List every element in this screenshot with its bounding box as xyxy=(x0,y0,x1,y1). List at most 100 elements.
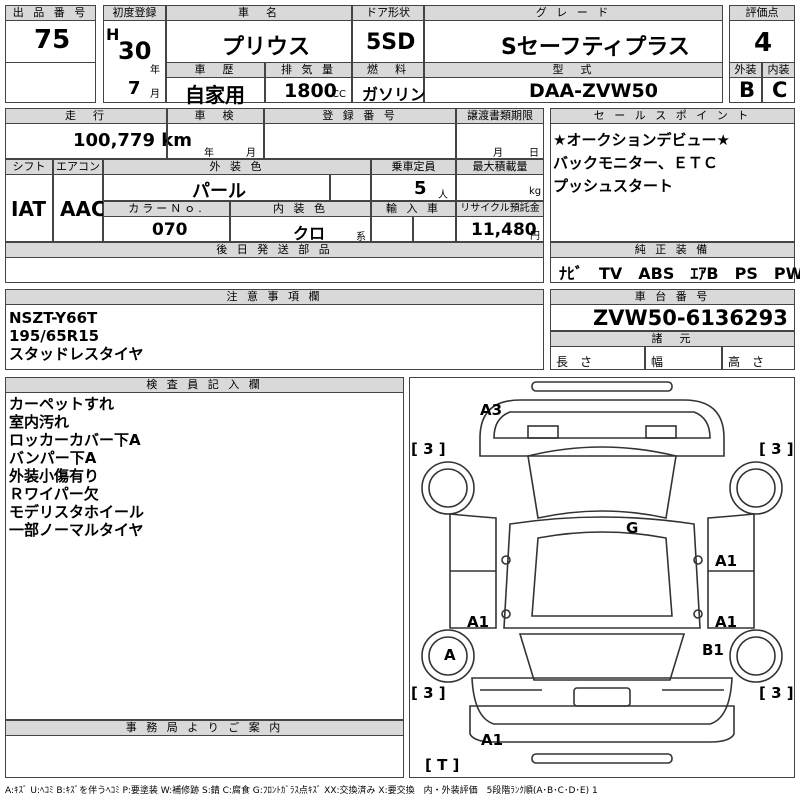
damage-mark: A1 xyxy=(715,613,738,631)
inspection-year-unit: 年 xyxy=(204,148,214,159)
car-outline-diagram xyxy=(421,381,783,764)
chassis-number-label: 車 台 番 号 xyxy=(550,289,795,305)
damage-mark: A3 xyxy=(480,401,503,419)
note-line: スタッドレスタイヤ xyxy=(9,345,144,363)
lot-number-cell: 75 xyxy=(5,20,96,63)
year-unit: 年 xyxy=(150,65,160,76)
capacity-label: 乗車定員 xyxy=(371,159,456,175)
mileage-label: 走 行 xyxy=(5,108,167,124)
max-load-unit: kg xyxy=(529,186,542,197)
tire-tread-front-left: [ 3 ] xyxy=(411,440,446,458)
length-label: 長 さ xyxy=(556,355,593,369)
import-label: 輸 入 車 xyxy=(371,201,456,217)
exterior-color: パール xyxy=(192,181,246,202)
score-label: 評価点 xyxy=(729,5,795,21)
car-name-label: 車 名 xyxy=(166,5,352,21)
width-label: 幅 xyxy=(651,355,664,369)
color-number: 070 xyxy=(152,220,188,240)
aircon-label: エアコン xyxy=(53,159,103,175)
inspector-line: バンパー下A xyxy=(9,449,97,467)
plate-cell xyxy=(264,123,456,159)
grade-cell: Sセーフティプラス xyxy=(424,20,723,63)
recycle-fee-unit: 円 xyxy=(530,231,540,242)
standard-equipment-cell: ﾅﾋﾞ TV ABS ｴｱB PS PW xyxy=(550,257,800,283)
tire-tread-front-right: [ 3 ] xyxy=(759,440,794,458)
color-number-label: カラーＮｏ. xyxy=(103,201,230,217)
mileage: 100,779 km xyxy=(73,130,192,151)
max-load-cell: kg xyxy=(456,174,544,201)
interior-grade-label: 内装 xyxy=(762,62,795,78)
damage-mark: A1 xyxy=(481,731,504,749)
length-cell: 長 さ xyxy=(550,346,645,370)
standard-equipment: ﾅﾋﾞ TV ABS ｴｱB PS PW xyxy=(559,264,800,283)
displacement-label: 排 気 量 xyxy=(265,62,352,78)
note-line: 195/65R15 xyxy=(9,327,100,345)
inspection-month-unit: 月 xyxy=(246,148,256,159)
transfer-month-unit: 月 xyxy=(493,148,503,159)
mileage-cell: 100,779 km xyxy=(5,123,192,159)
aircon: AAC xyxy=(60,197,106,221)
damage-mark: A1 xyxy=(715,552,738,570)
inspector-line: 一部ノーマルタイヤ xyxy=(9,521,144,539)
height-label: 高 さ xyxy=(728,355,765,369)
shift-cell: IAT xyxy=(5,174,53,242)
model-cell: DAA-ZVW50 xyxy=(424,77,723,103)
later-parts-cell xyxy=(5,257,544,283)
inspector-line: 外装小傷有り xyxy=(9,467,100,485)
first-registration-cell: H 30 年 7 月 xyxy=(103,20,166,103)
inspector-line: Ｒワイパー欠 xyxy=(9,485,99,503)
lot-number-label: 出 品 番 号 xyxy=(5,5,96,21)
import-cell xyxy=(371,216,413,242)
history-label: 車 歴 xyxy=(166,62,265,78)
chassis-number-cell: ZVW50-6136293 xyxy=(550,304,795,331)
exterior-color-cell: パール xyxy=(103,174,330,202)
displacement-cell: 1800 CC xyxy=(265,77,352,103)
legend: A:ｷｽﾞ U:ﾍｺﾐ B:ｷｽﾞを伴うﾍｺﾐ P:要塗装 W:補修跡 S:錆 … xyxy=(5,786,598,796)
fuel-label: 燃 料 xyxy=(352,62,424,78)
exterior-grade-cell: B xyxy=(729,77,762,103)
damage-mark: A1 xyxy=(467,613,490,631)
month-unit: 月 xyxy=(150,89,160,100)
history-cell: 自家用 xyxy=(166,77,265,107)
era: H xyxy=(106,25,120,44)
capacity-unit: 人 xyxy=(438,190,448,201)
interior-color: クロ xyxy=(293,224,326,243)
damage-mark: B1 xyxy=(702,641,724,659)
door-type-cell: 5SD xyxy=(352,20,424,63)
exterior-grade: B xyxy=(739,78,756,102)
capacity: 5 xyxy=(414,178,427,199)
import-cell-2 xyxy=(413,216,456,242)
damage-mark: A xyxy=(444,646,456,664)
damage-diagram: A3 G A1 A1 A1 A B1 A1 [ 3 ] [ 3 ] [ 3 ] … xyxy=(409,377,795,778)
plate-label: 登 録 番 号 xyxy=(264,108,456,124)
inspection-cell: 年 月 xyxy=(167,123,264,159)
standard-equipment-label: 純 正 装 備 xyxy=(550,242,795,258)
capacity-cell: 5 人 xyxy=(371,174,456,201)
model-label: 型 式 xyxy=(424,62,723,78)
sales-point: バックモニター、ＥＴＣ xyxy=(553,154,718,172)
inspector-line: カーペットすれ xyxy=(9,395,115,413)
fuel-cell: ガソリン xyxy=(352,77,427,104)
recycle-fee: 11,480 xyxy=(471,220,537,240)
door-type-label: ドア形状 xyxy=(352,5,424,21)
shift-label: シフト xyxy=(5,159,53,175)
transfer-day-unit: 日 xyxy=(529,148,539,159)
sales-points-box: ★オークションデビュー★ バックモニター、ＥＴＣ プッシュスタート xyxy=(550,123,795,242)
exterior-color-extra xyxy=(330,174,371,201)
note-line: NSZT-Y66T xyxy=(9,309,98,327)
registration-year: 30 xyxy=(118,37,152,65)
interior-grade-cell: C xyxy=(762,77,795,103)
aircon-cell: AAC xyxy=(53,174,106,242)
sales-point: ★オークションデビュー★ xyxy=(553,131,730,149)
door-type: 5SD xyxy=(366,30,416,55)
notes-box: NSZT-Y66T 195/65R15 スタッドレスタイヤ xyxy=(5,304,544,370)
sales-points-label: セ ー ル ス ポ イ ン ト xyxy=(550,108,795,124)
car-name-cell: プリウス xyxy=(166,20,352,63)
spare-tire: [ T ] xyxy=(425,756,460,774)
height-cell: 高 さ xyxy=(722,346,795,370)
recycle-fee-cell: 11,480 円 xyxy=(456,216,544,242)
grade-label: グ レ ー ド xyxy=(424,5,723,21)
tire-tread-rear-left: [ 3 ] xyxy=(411,684,446,702)
fuel: ガソリン xyxy=(362,85,427,104)
damage-mark: G xyxy=(626,519,639,537)
